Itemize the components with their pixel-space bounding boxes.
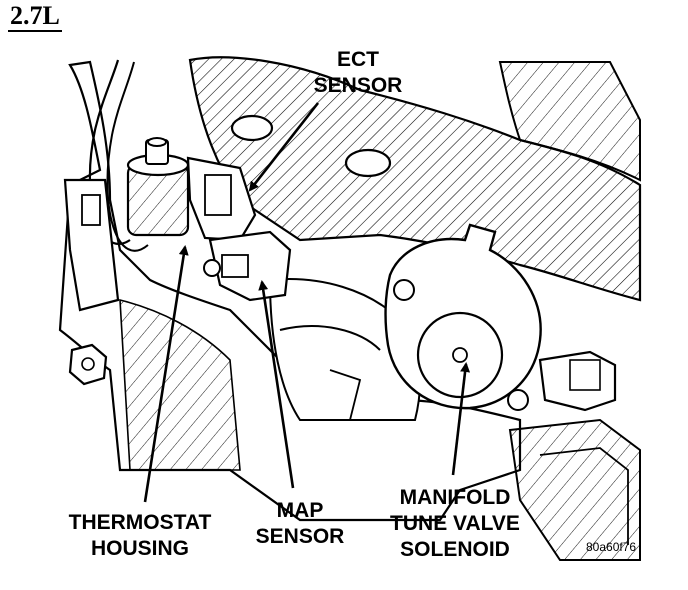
figure-code: 80a60f76 [586, 540, 637, 554]
ect-sensor-label-line2: SENSOR [313, 74, 403, 97]
lower-cavity [279, 325, 381, 351]
thermostat-leader [143, 245, 189, 503]
ect-connector-latch [204, 174, 232, 216]
map-sensor-body [208, 230, 292, 302]
plenum-hole-1 [230, 114, 274, 142]
manifold-tune-valve-solenoid-label: MANIFOLD TUNE VALVE SOLENOID [385, 485, 525, 563]
mtv-leader [451, 362, 471, 476]
lower-hatched-region [119, 298, 241, 471]
mtv-label-line2: TUNE VALVE [390, 512, 520, 535]
thermostat-housing-label-line2: HOUSING [90, 537, 189, 560]
map-sensor-port [221, 254, 249, 278]
map-leader [258, 280, 295, 489]
coolant-hose-inner [106, 61, 149, 252]
ect-leader [248, 102, 320, 192]
thermostat-housing-label-line1: THERMOSTAT [68, 511, 212, 534]
thermostat-nipple-cap [147, 137, 167, 147]
left-bracket-slot [81, 194, 101, 226]
mtv-label-line3: SOLENOID [400, 538, 510, 561]
map-sensor-label-line2: SENSOR [255, 525, 345, 548]
mtv-label-line1: MANIFOLD [399, 486, 511, 509]
upper-right-component [498, 61, 641, 182]
map-sensor-label: MAP SENSOR [245, 498, 355, 550]
map-sensor-label-line1: MAP [276, 499, 324, 522]
left-bracket [63, 178, 120, 312]
mtv-solenoid-center [452, 347, 468, 363]
ect-sensor-label: ECT SENSOR [306, 47, 410, 99]
engine-label: 2.7L [8, 1, 62, 32]
plenum-hole-2 [344, 148, 392, 178]
mtv-bolt-top [393, 279, 415, 301]
thermostat-housing-label: THERMOSTAT HOUSING [55, 510, 225, 562]
ect-sensor-label-line1: ECT [337, 48, 379, 71]
right-lower-housing [508, 418, 641, 561]
map-sensor-clip [203, 259, 221, 277]
mtv-bolt-bottom [507, 389, 529, 411]
